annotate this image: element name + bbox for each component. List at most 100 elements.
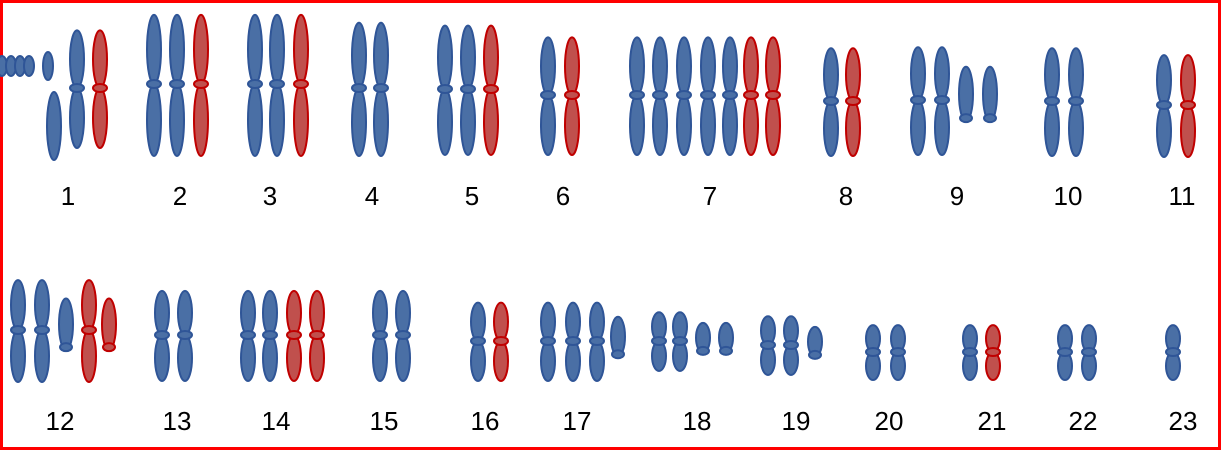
chromosome-red <box>101 297 117 353</box>
chromosome-blue <box>982 65 998 124</box>
chromosome-number-label: 6 <box>556 181 570 211</box>
chromosome-blue <box>783 315 799 376</box>
chromosome-group-17: 17 <box>540 301 626 436</box>
chromosome-group-23: 23 <box>1165 324 1198 436</box>
chromosome-blue <box>672 311 688 372</box>
chromosome-group-16: 16 <box>470 301 509 436</box>
chromosome-number-label: 7 <box>703 181 717 211</box>
chromosome-blue <box>823 47 839 157</box>
chromosome-blue <box>807 325 823 360</box>
chromosome-blue <box>695 321 711 356</box>
chromosome-group-20: 20 <box>865 324 906 436</box>
chromosome-blue <box>540 301 556 382</box>
chromosome-number-label: 1 <box>61 181 75 211</box>
chromosome-number-label: 8 <box>839 181 853 211</box>
chromosome-group-10: 10 <box>1044 47 1084 211</box>
chromosome-number-label: 14 <box>262 406 291 436</box>
chromosome-blue <box>154 289 170 382</box>
chromosome-group-1: 1 <box>0 29 108 211</box>
chromosome-red <box>493 301 509 382</box>
chromosome-blue <box>0 51 62 161</box>
chromosome-blue <box>247 13 263 157</box>
chromosome-red <box>985 324 1001 381</box>
chromosome-number-label: 4 <box>365 181 379 211</box>
chromosome-red <box>1180 54 1196 158</box>
chromosome-blue <box>69 29 85 149</box>
chromosome-blue <box>470 301 486 382</box>
chromosome-blue <box>460 24 476 156</box>
chromosome-group-13: 13 <box>154 289 193 436</box>
chromosome-number-label: 12 <box>46 406 75 436</box>
chromosome-red <box>309 289 325 382</box>
chromosome-blue <box>169 13 185 157</box>
chromosome-blue <box>1057 324 1073 381</box>
chromosome-blue <box>651 311 667 372</box>
chromosome-blue <box>589 301 605 382</box>
chromosome-group-7: 7 <box>629 36 781 211</box>
chromosome-red <box>845 47 861 157</box>
chromosome-blue <box>372 289 388 382</box>
chromosome-blue <box>1165 324 1181 381</box>
chromosome-red <box>286 289 302 382</box>
chromosome-group-12: 12 <box>10 279 117 436</box>
chromosome-blue <box>437 24 453 156</box>
chromosome-number-label: 22 <box>1069 406 1098 436</box>
chromosome-blue <box>1044 47 1060 157</box>
chromosome-blue <box>718 321 734 356</box>
chromosome-blue <box>34 279 50 383</box>
chromosome-blue <box>760 315 776 376</box>
chromosome-group-9: 9 <box>910 46 998 211</box>
chromosome-number-label: 16 <box>471 406 500 436</box>
chromosome-red <box>483 24 499 156</box>
chromosome-blue <box>1081 324 1097 381</box>
chromosome-group-19: 19 <box>760 315 823 436</box>
chromosome-red <box>92 29 108 149</box>
chromosome-blue <box>10 279 26 383</box>
chromosome-group-22: 22 <box>1057 324 1098 436</box>
chromosome-blue <box>962 324 978 381</box>
chromosome-red <box>193 13 209 157</box>
chromosome-blue <box>565 301 581 382</box>
chromosome-number-label: 5 <box>465 181 479 211</box>
chromosome-number-label: 17 <box>563 406 592 436</box>
chromosome-number-label: 10 <box>1054 181 1083 211</box>
chromosome-number-label: 20 <box>875 406 904 436</box>
chromosome-red <box>81 279 97 383</box>
chromosome-blue <box>351 21 367 157</box>
chromosome-number-label: 13 <box>163 406 192 436</box>
chromosome-group-21: 21 <box>962 324 1006 436</box>
chromosome-red <box>564 36 580 156</box>
chromosome-group-2: 2 <box>146 13 209 211</box>
chromosome-number-label: 9 <box>950 181 964 211</box>
chromosome-blue <box>910 46 926 156</box>
chromosome-number-label: 18 <box>683 406 712 436</box>
chromosome-blue <box>610 315 626 360</box>
chromosome-number-label: 3 <box>263 181 277 211</box>
chromosome-red <box>293 13 309 157</box>
chromosome-group-6: 6 <box>540 36 580 211</box>
chromosome-blue <box>722 36 738 156</box>
chromosome-blue <box>262 289 278 382</box>
chromosome-blue <box>676 36 692 156</box>
chromosome-number-label: 23 <box>1169 406 1198 436</box>
chromosome-blue <box>934 46 950 156</box>
chromosome-red <box>765 36 781 156</box>
chromosome-group-8: 8 <box>823 47 861 211</box>
chromosome-group-4: 4 <box>351 21 389 211</box>
chromosome-blue <box>177 289 193 382</box>
chromosome-group-11: 11 <box>1156 54 1196 211</box>
chromosome-blue <box>58 297 74 353</box>
chromosome-group-14: 14 <box>240 289 325 436</box>
chromosome-number-label: 2 <box>173 181 187 211</box>
chromosome-blue <box>240 289 256 382</box>
chromosome-group-18: 18 <box>651 311 734 436</box>
chromosome-blue <box>1068 47 1084 157</box>
chromosome-blue <box>540 36 556 156</box>
chromosome-blue <box>373 21 389 157</box>
chromosome-blue <box>1156 54 1172 158</box>
chromosome-number-label: 15 <box>370 406 399 436</box>
chromosome-blue <box>652 36 668 156</box>
chromosome-blue <box>865 324 881 381</box>
chromosome-blue <box>269 13 285 157</box>
